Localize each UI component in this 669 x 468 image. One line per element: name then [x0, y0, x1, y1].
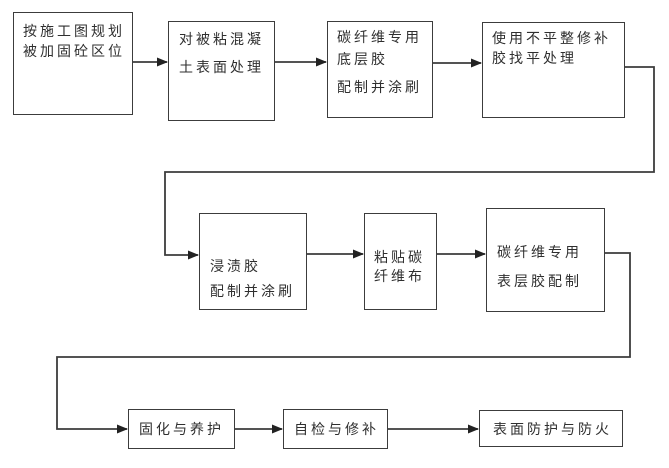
node-text-line: 土表面处理	[179, 59, 264, 75]
node-text-line: 固化与养护	[139, 421, 224, 437]
flow-node-plan-area: 按施工图规划 被加固砼区位	[13, 12, 133, 115]
node-text-line: 底层胶	[337, 51, 388, 67]
node-text-line: 使用不平整修补	[492, 30, 611, 46]
flow-node-surface-treatment: 对被粘混凝 土表面处理	[168, 21, 275, 121]
node-text-line: 粘贴碳	[374, 249, 425, 265]
node-text-line: 纤维布	[374, 268, 425, 284]
node-text-line: 胶找平处理	[492, 50, 577, 66]
node-text-line: 对被粘混凝	[179, 31, 264, 47]
node-text-line: 配制并涂刷	[337, 79, 422, 95]
node-text-line: 被加固砼区位	[23, 43, 125, 59]
node-text-line: 表层胶配制	[497, 273, 582, 289]
node-text-line: 浸渍胶	[210, 258, 261, 274]
connector-topcoat-to-curing	[56, 252, 631, 434]
flow-node-surface-protection: 表面防护与防火	[479, 410, 623, 447]
node-text-line: 配制并涂刷	[210, 283, 295, 299]
flow-node-self-inspection: 自检与修补	[283, 409, 388, 449]
flow-node-curing: 固化与养护	[128, 409, 235, 449]
flow-node-topcoat-glue: 碳纤维专用 表层胶配制	[486, 208, 605, 312]
flow-node-paste-cfrp-sheet: 粘贴碳 纤维布	[364, 213, 437, 310]
flow-node-leveling: 使用不平整修补 胶找平处理	[482, 22, 625, 118]
flow-node-primer-coat: 碳纤维专用 底层胶 配制并涂刷	[327, 21, 433, 118]
node-text-line: 碳纤维专用	[497, 244, 582, 260]
node-text-line: 按施工图规划	[23, 23, 125, 39]
node-text-line: 自检与修补	[294, 421, 379, 437]
node-text-line: 碳纤维专用	[337, 29, 422, 45]
node-text-line: 表面防护与防火	[493, 421, 612, 437]
connector-leveling-to-impregnation	[164, 66, 655, 260]
flow-node-impregnation-glue: 浸渍胶 配制并涂刷	[199, 213, 307, 310]
